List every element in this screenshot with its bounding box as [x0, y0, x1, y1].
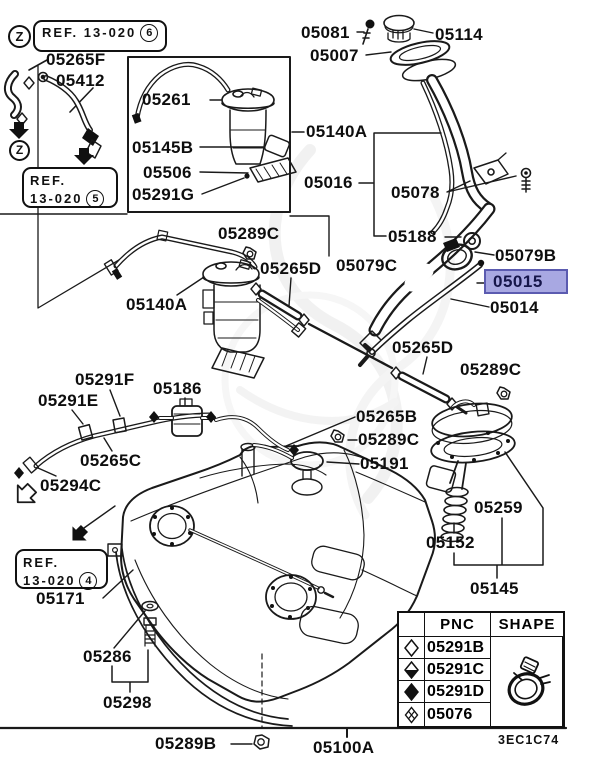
- part-label-05265F: 05265F: [46, 50, 106, 69]
- pnc-shape-table: PNC SHAPE 05291B 05291C 05291D 05076: [397, 611, 565, 728]
- part-label-05145B: 05145B: [132, 138, 194, 157]
- fuel-pump-module-art: [103, 229, 394, 379]
- part-label-05079C: 05079C: [336, 256, 398, 275]
- part-label-05100A: 05100A: [313, 738, 375, 757]
- pnc-column-header: PNC: [425, 613, 491, 637]
- filler-pipe-art: [356, 14, 532, 235]
- part-label-05289C: 05289C: [460, 360, 522, 379]
- circled-number: 6: [140, 24, 159, 42]
- part-label-05188: 05188: [388, 227, 437, 246]
- part-label-05265D: 05265D: [392, 338, 454, 357]
- part-label-05289B: 05289B: [155, 734, 217, 753]
- symbol-column-header: [399, 613, 425, 637]
- pump-assembly-detail-box: [127, 56, 297, 213]
- diamond-outline-icon: [399, 637, 425, 659]
- part-label-05265C: 05265C: [80, 451, 142, 470]
- drain-plug-art: [111, 600, 348, 750]
- ref-text: 13-020: [30, 190, 83, 206]
- part-label-05265B: 05265B: [356, 407, 418, 426]
- ref-text: REF.: [30, 173, 67, 188]
- z-marker-badge: Z: [8, 25, 31, 48]
- part-label-05152: 05152: [426, 533, 475, 552]
- part-label-05191: 05191: [360, 454, 409, 473]
- part-label-05294C: 05294C: [40, 476, 102, 495]
- part-label-05081: 05081: [301, 23, 350, 42]
- table-row-pnc: 05076: [425, 703, 491, 726]
- table-row-pnc: 05291D: [425, 681, 491, 703]
- diamond-crossed-icon: [399, 703, 425, 726]
- part-label-05412: 05412: [56, 71, 105, 90]
- filler-hose-art: [289, 131, 496, 367]
- ref-text: REF.: [23, 555, 60, 570]
- part-label-05291E: 05291E: [38, 391, 99, 410]
- part-label-05286: 05286: [83, 647, 132, 666]
- part-label-05186: 05186: [153, 379, 202, 398]
- part-label-05291F: 05291F: [75, 370, 135, 389]
- part-label-05298: 05298: [103, 693, 152, 712]
- part-label-05114: 05114: [435, 25, 483, 44]
- part-label-05259: 05259: [474, 498, 523, 517]
- diamond-filled-icon: [399, 681, 425, 703]
- part-label-05261: 05261: [142, 90, 191, 109]
- vapor-line-filter-art: [14, 389, 360, 541]
- tank-sender-art: [390, 356, 544, 579]
- part-label-05140A: 05140A: [306, 122, 368, 141]
- ref-text: 13-020: [23, 572, 76, 588]
- part-label-05291G: 05291G: [132, 185, 195, 204]
- part-label-05265D: 05265D: [260, 259, 322, 278]
- part-label-05140A: 05140A: [126, 295, 188, 314]
- part-label-05289C: 05289C: [218, 224, 280, 243]
- table-row-pnc: 05291C: [425, 659, 491, 681]
- diamond-half-filled-icon: [399, 659, 425, 681]
- part-label-05145: 05145: [470, 579, 519, 598]
- part-label-05007: 05007: [310, 46, 359, 65]
- shape-column-header: SHAPE: [491, 613, 563, 637]
- part-label-05289C: 05289C: [358, 430, 420, 449]
- part-label-05078: 05078: [391, 183, 440, 202]
- part-label-05079B: 05079B: [495, 246, 557, 265]
- highlighted-part-label[interactable]: 05015: [484, 269, 568, 294]
- part-label-05014: 05014: [490, 298, 539, 317]
- part-label-05506: 05506: [143, 163, 192, 182]
- part-label-05016: 05016: [304, 173, 353, 192]
- circled-number: 5: [86, 189, 105, 208]
- frame-lines: [0, 213, 568, 730]
- table-row-pnc: 05291B: [425, 637, 491, 659]
- part-label-05171: 05171: [36, 589, 85, 608]
- fuel-tank-art: [102, 441, 436, 727]
- ref-text: REF. 13-020: [42, 25, 137, 41]
- vent-hoses-art: [4, 59, 135, 309]
- circled-number: 4: [79, 571, 98, 590]
- drawing-code: 3EC1C74: [498, 733, 560, 747]
- z-marker-badge: Z: [9, 140, 30, 161]
- hose-clamp-shape-icon: [491, 637, 563, 726]
